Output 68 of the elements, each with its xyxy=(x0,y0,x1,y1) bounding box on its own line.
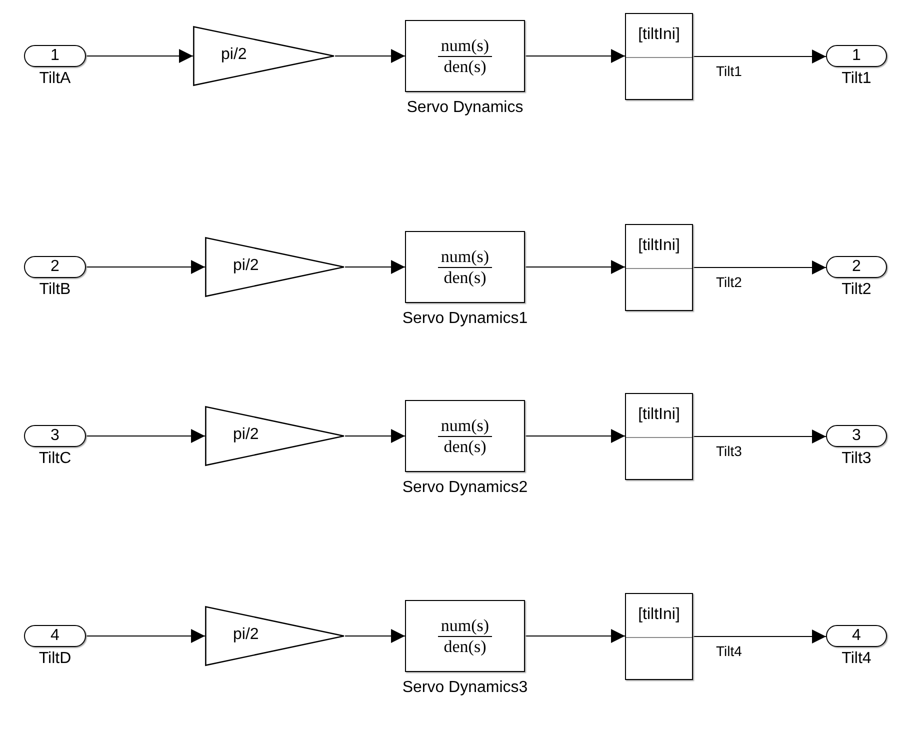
block-label: Servo Dynamics3 xyxy=(402,679,528,697)
signal-arrow xyxy=(692,630,826,644)
transfer-function-block xyxy=(405,600,525,672)
signal-arrow xyxy=(524,429,626,443)
initial-value: [tiltIni] xyxy=(637,237,681,255)
denominator-text: den(s) xyxy=(442,56,488,76)
transfer-function-block xyxy=(405,231,525,303)
signal-arrow xyxy=(692,260,826,274)
block-label: Tilt4 xyxy=(842,650,872,668)
gain-value: pi/2 xyxy=(233,257,259,275)
block-label: Tilt2 xyxy=(842,281,872,299)
signal-label: Tilt1 xyxy=(715,62,743,78)
inport-block: 3 xyxy=(24,425,86,447)
signal-arrow xyxy=(524,629,626,643)
signal-arrow xyxy=(86,629,206,643)
signal-arrow xyxy=(86,429,206,443)
signal-arrow xyxy=(524,260,626,274)
numerator-text: num(s) xyxy=(438,616,492,636)
signal-arrow xyxy=(344,429,406,443)
gain-value: pi/2 xyxy=(233,626,259,644)
signal-arrow xyxy=(344,629,406,643)
initial-value: [tiltIni] xyxy=(637,26,681,44)
block-label: Servo Dynamics1 xyxy=(402,310,528,328)
block-label: TiltD xyxy=(38,650,72,668)
block-label: Servo Dynamics xyxy=(406,99,524,117)
transfer-function-block xyxy=(405,400,525,472)
outport-block: 3 xyxy=(826,425,887,447)
signal-arrow xyxy=(692,50,826,64)
denominator-text: den(s) xyxy=(442,268,488,288)
signal-arrow xyxy=(334,49,406,63)
gain-block xyxy=(205,406,345,466)
gain-block xyxy=(205,237,345,297)
signal-arrow xyxy=(524,49,626,63)
initial-condition-block xyxy=(625,13,693,100)
inport-block: 2 xyxy=(24,256,86,278)
denominator-text: den(s) xyxy=(442,436,488,456)
signal-label: Tilt2 xyxy=(715,274,743,290)
inport-block: 1 xyxy=(24,45,86,67)
initial-condition-block xyxy=(625,393,693,480)
transfer-function-block xyxy=(405,20,525,92)
signal-label: Tilt3 xyxy=(715,442,743,458)
inport-block: 4 xyxy=(24,625,86,647)
signal-arrow xyxy=(86,260,206,274)
block-label: TiltB xyxy=(39,281,71,299)
block-label: Tilt3 xyxy=(842,450,872,468)
outport-block: 4 xyxy=(826,625,887,647)
signal-arrow xyxy=(86,49,194,63)
block-label: Servo Dynamics2 xyxy=(402,479,528,497)
denominator-text: den(s) xyxy=(442,636,488,656)
signal-arrow xyxy=(344,260,406,274)
numerator-text: num(s) xyxy=(438,246,492,268)
signal-label: Tilt4 xyxy=(715,642,743,658)
gain-value: pi/2 xyxy=(233,426,259,444)
initial-condition-block xyxy=(625,224,693,311)
initial-value: [tiltIni] xyxy=(637,606,681,624)
outport-block: 1 xyxy=(826,45,887,67)
block-label: Tilt1 xyxy=(842,70,872,88)
numerator-text: num(s) xyxy=(438,36,492,56)
gain-value: pi/2 xyxy=(221,46,247,64)
initial-value: [tiltIni] xyxy=(637,406,681,424)
gain-block xyxy=(205,606,345,666)
block-label: TiltA xyxy=(39,70,71,88)
block-label: TiltC xyxy=(38,450,72,468)
signal-arrow xyxy=(692,430,826,444)
gain-block xyxy=(193,26,335,86)
initial-condition-block xyxy=(625,593,693,680)
outport-block: 2 xyxy=(826,256,887,278)
numerator-text: num(s) xyxy=(438,416,492,436)
